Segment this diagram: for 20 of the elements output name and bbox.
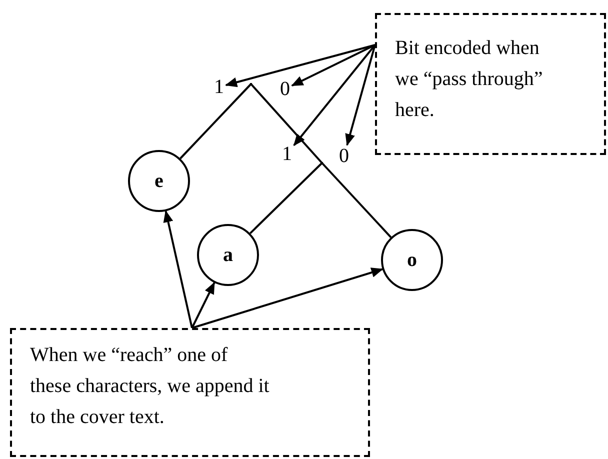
tree-branch-line: [250, 162, 323, 234]
bit-label: 0: [278, 78, 292, 100]
character-circle: o: [381, 229, 443, 291]
callout-box: Bit encoded when we “pass through” here.: [375, 13, 606, 155]
bit-label: 0: [337, 145, 351, 167]
bit-label: 1: [280, 143, 294, 165]
character-circle: e: [128, 150, 190, 212]
character-circle: a: [197, 224, 259, 286]
callout-box: When we “reach” one of these characters, we append it to the cover text.: [10, 328, 370, 457]
bit-label: 1: [212, 76, 226, 98]
tree-branch-line: [180, 83, 252, 160]
leader-arrow: [293, 44, 376, 146]
leader-arrow: [191, 282, 216, 328]
leader-arrow: [192, 268, 384, 329]
tree-branch-line: [250, 83, 323, 164]
leader-arrow: [225, 44, 376, 88]
tree-branch-line: [321, 162, 392, 238]
leader-arrow: [345, 44, 376, 146]
leader-arrow: [291, 44, 376, 86]
leader-arrow: [163, 210, 193, 328]
